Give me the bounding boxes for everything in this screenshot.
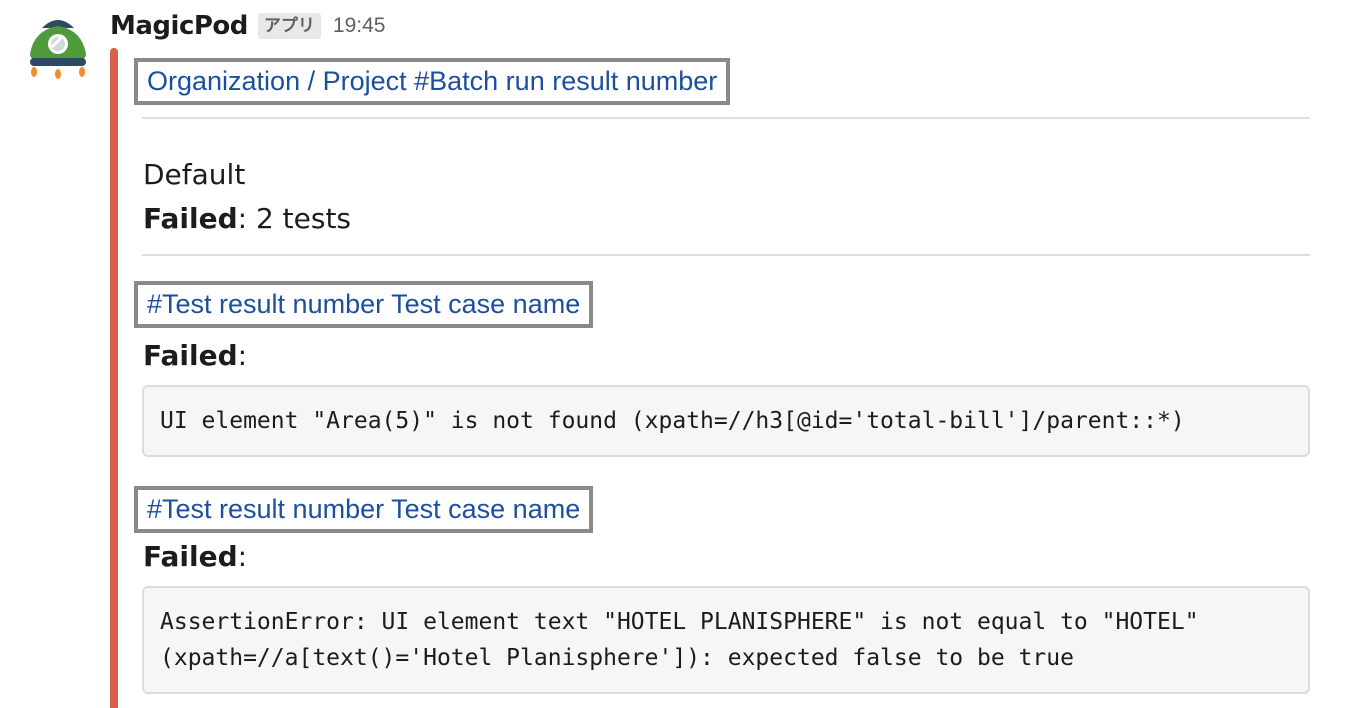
attachment-content: Organization / Project #Batch run result… [134, 58, 1310, 694]
summary-failed: Failed: 2 tests [143, 197, 1310, 241]
message-header: MagicPod アプリ 19:45 [110, 6, 385, 46]
error-code-block: AssertionError: UI element text "HOTEL P… [142, 586, 1310, 694]
status-suffix: : [237, 339, 248, 372]
status-suffix: : [237, 540, 248, 573]
rocket-logo-icon [30, 20, 86, 79]
status-label: Failed [143, 540, 238, 573]
test-status: Failed: [143, 334, 1310, 378]
error-line: UI element "Area(5)" is not found (xpath… [160, 408, 1185, 434]
magicpod-avatar[interactable] [26, 14, 90, 82]
divider [142, 254, 1310, 256]
test-result-link[interactable]: #Test result number Test case name [134, 281, 594, 328]
batch-run-link[interactable]: Organization / Project #Batch run result… [134, 58, 731, 105]
test-result-link[interactable]: #Test result number Test case name [134, 486, 594, 533]
error-code-block: UI element "Area(5)" is not found (xpath… [142, 385, 1310, 457]
divider [142, 117, 1310, 119]
attachment-color-bar [110, 48, 118, 708]
error-line: (xpath=//a[text()='Hotel Planisphere']):… [160, 645, 1074, 671]
message-timestamp[interactable]: 19:45 [332, 14, 386, 37]
failed-label: Failed [143, 202, 238, 235]
failed-count: : 2 tests [237, 202, 352, 235]
sender-name[interactable]: MagicPod [110, 11, 248, 41]
summary-name: Default [143, 158, 246, 191]
app-badge: アプリ [257, 13, 321, 39]
error-line: AssertionError: UI element text "HOTEL P… [160, 609, 1199, 635]
test-status: Failed: [143, 535, 1310, 579]
status-label: Failed [143, 339, 238, 372]
